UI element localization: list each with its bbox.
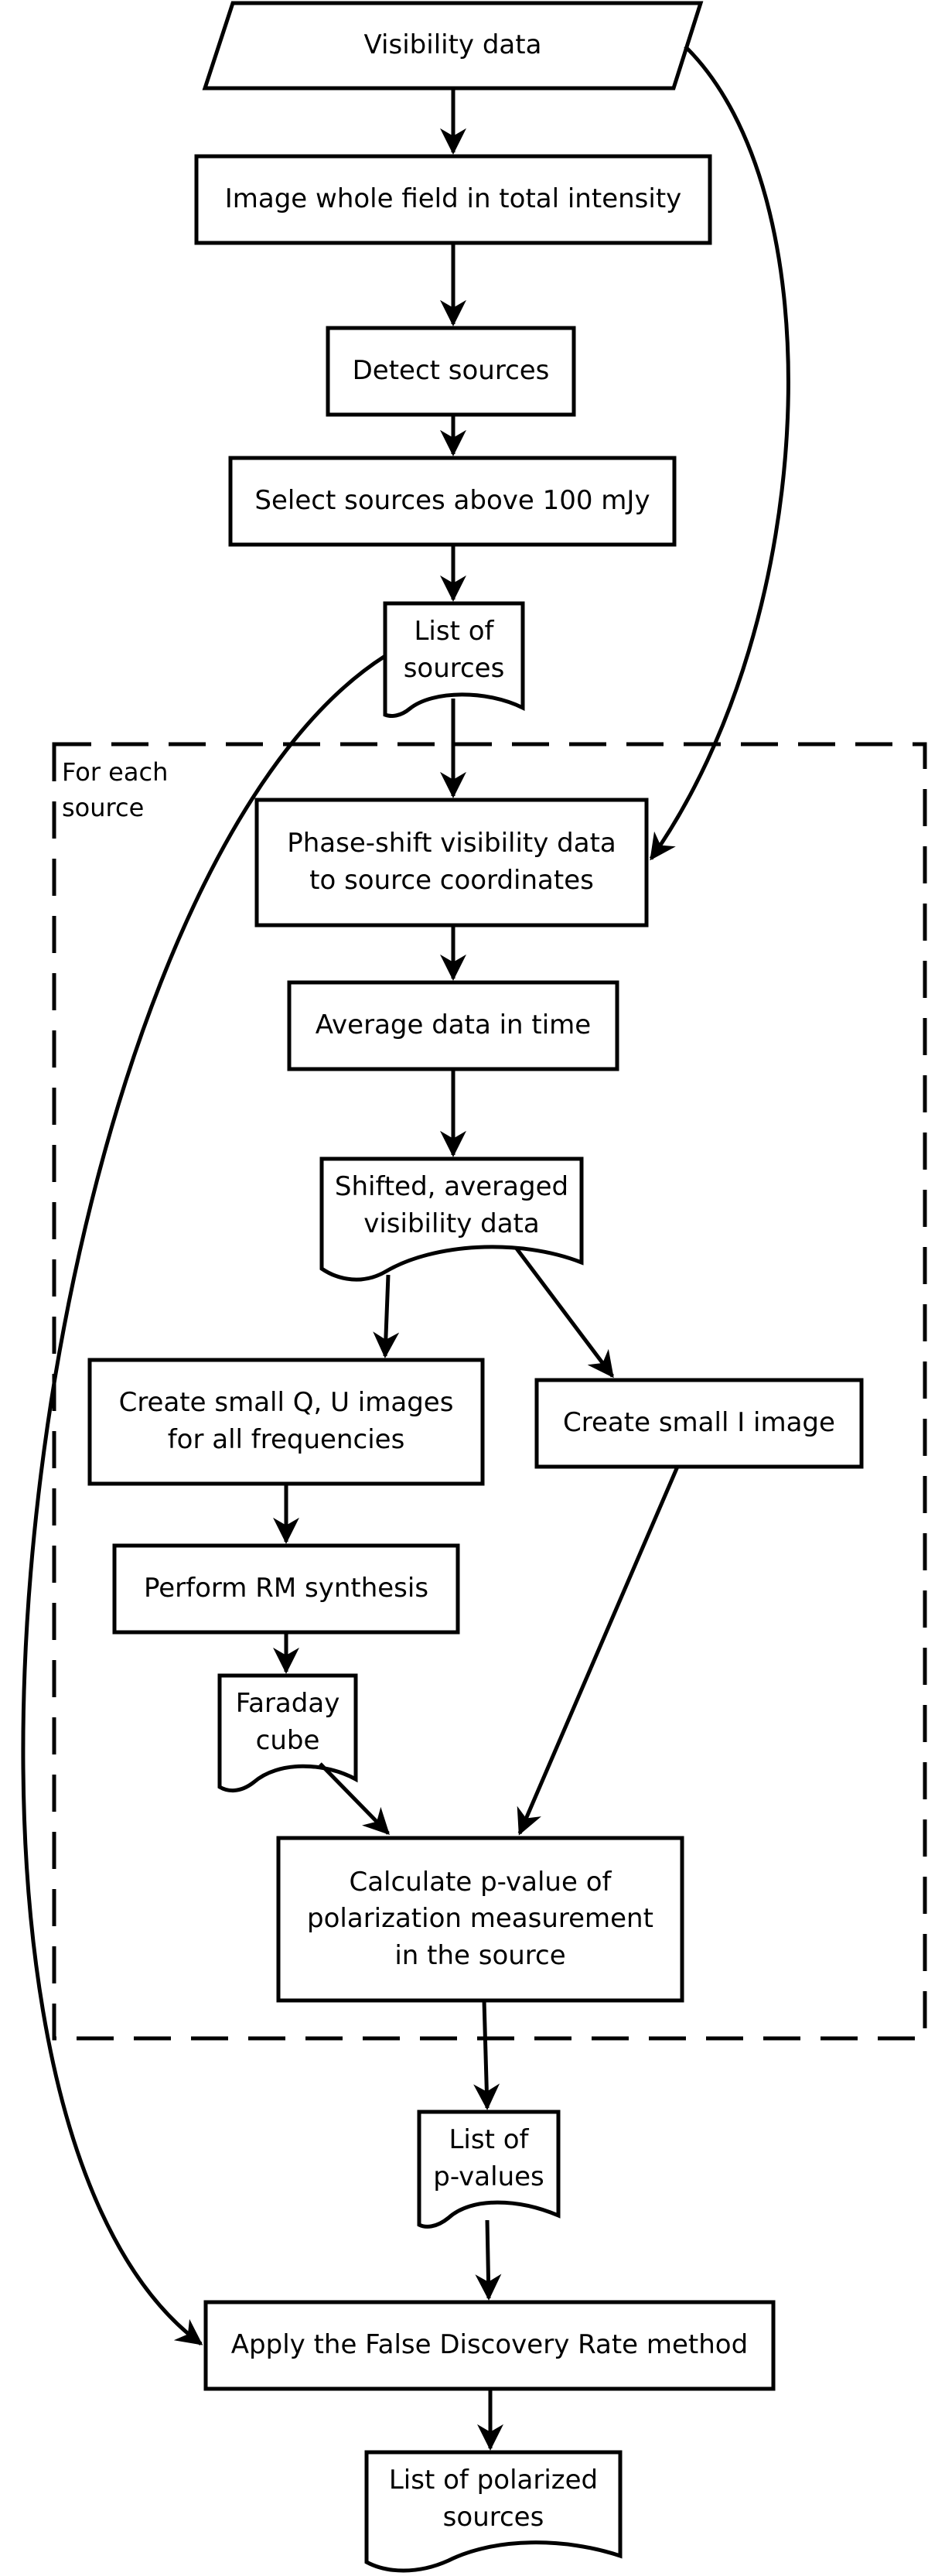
node-visibility-data-shape	[202, 1, 704, 91]
node-average-time: Average data in time	[315, 1010, 592, 1041]
edge-calc-to-pvalues	[473, 2000, 500, 2110]
node-calc-pvalue: Calculate p-value of polarization measur…	[307, 1866, 653, 1971]
node-average-time-shape	[287, 980, 619, 1071]
node-visibility-data: Visibility data	[363, 29, 542, 61]
node-phase-shift-shape	[254, 798, 649, 928]
node-shifted-data: Shifted, averaged visibility data	[334, 1171, 569, 1239]
node-create-qu-shape	[87, 1358, 485, 1486]
node-select-sources: Select sources above 100 mJy	[254, 485, 650, 517]
node-calc-pvalue-shape	[276, 1836, 684, 2003]
node-create-i: Create small I image	[563, 1407, 835, 1439]
node-phase-shift: Phase-shift visibility data to source co…	[287, 828, 616, 896]
node-faraday-cube: Faraday cube	[235, 1688, 340, 1756]
node-faraday-cube-shape	[217, 1673, 358, 1792]
node-detect-sources-shape	[326, 326, 576, 417]
node-rm-synthesis-shape	[112, 1543, 460, 1635]
node-rm-synthesis: Perform RM synthesis	[143, 1573, 429, 1604]
edge-pvalues-to-fdr	[475, 2219, 502, 2301]
node-list-sources-shape	[383, 601, 525, 718]
node-list-polarized: List of polarized sources	[388, 2465, 599, 2533]
node-detect-sources: Detect sources	[352, 355, 550, 387]
node-create-i-shape	[534, 1378, 864, 1469]
node-shifted-data-shape	[319, 1156, 584, 1282]
edge-shifted-to-qu	[373, 1274, 400, 1358]
node-create-qu: Create small Q, U images for all frequen…	[118, 1387, 454, 1455]
edge-i-to-calc	[517, 1466, 680, 1836]
node-list-sources: List of sources	[403, 616, 505, 684]
node-image-field-shape	[194, 154, 712, 245]
loop-label: For each source	[62, 757, 169, 823]
node-list-polarized-shape	[364, 2450, 623, 2573]
edge-list-to-fdr-curve	[21, 654, 387, 2346]
edge-shifted-to-i	[515, 1247, 614, 1379]
node-list-pvalues: List of p-values	[433, 2124, 544, 2192]
node-image-field: Image whole field in total intensity	[224, 183, 682, 215]
node-select-sources-shape	[228, 456, 677, 547]
edge-faraday-to-calc	[319, 1762, 390, 1836]
node-apply-fdr: Apply the False Discovery Rate method	[230, 2329, 749, 2361]
node-list-pvalues-shape	[417, 2110, 561, 2229]
edge-visibility-to-phase-curve	[649, 45, 790, 861]
